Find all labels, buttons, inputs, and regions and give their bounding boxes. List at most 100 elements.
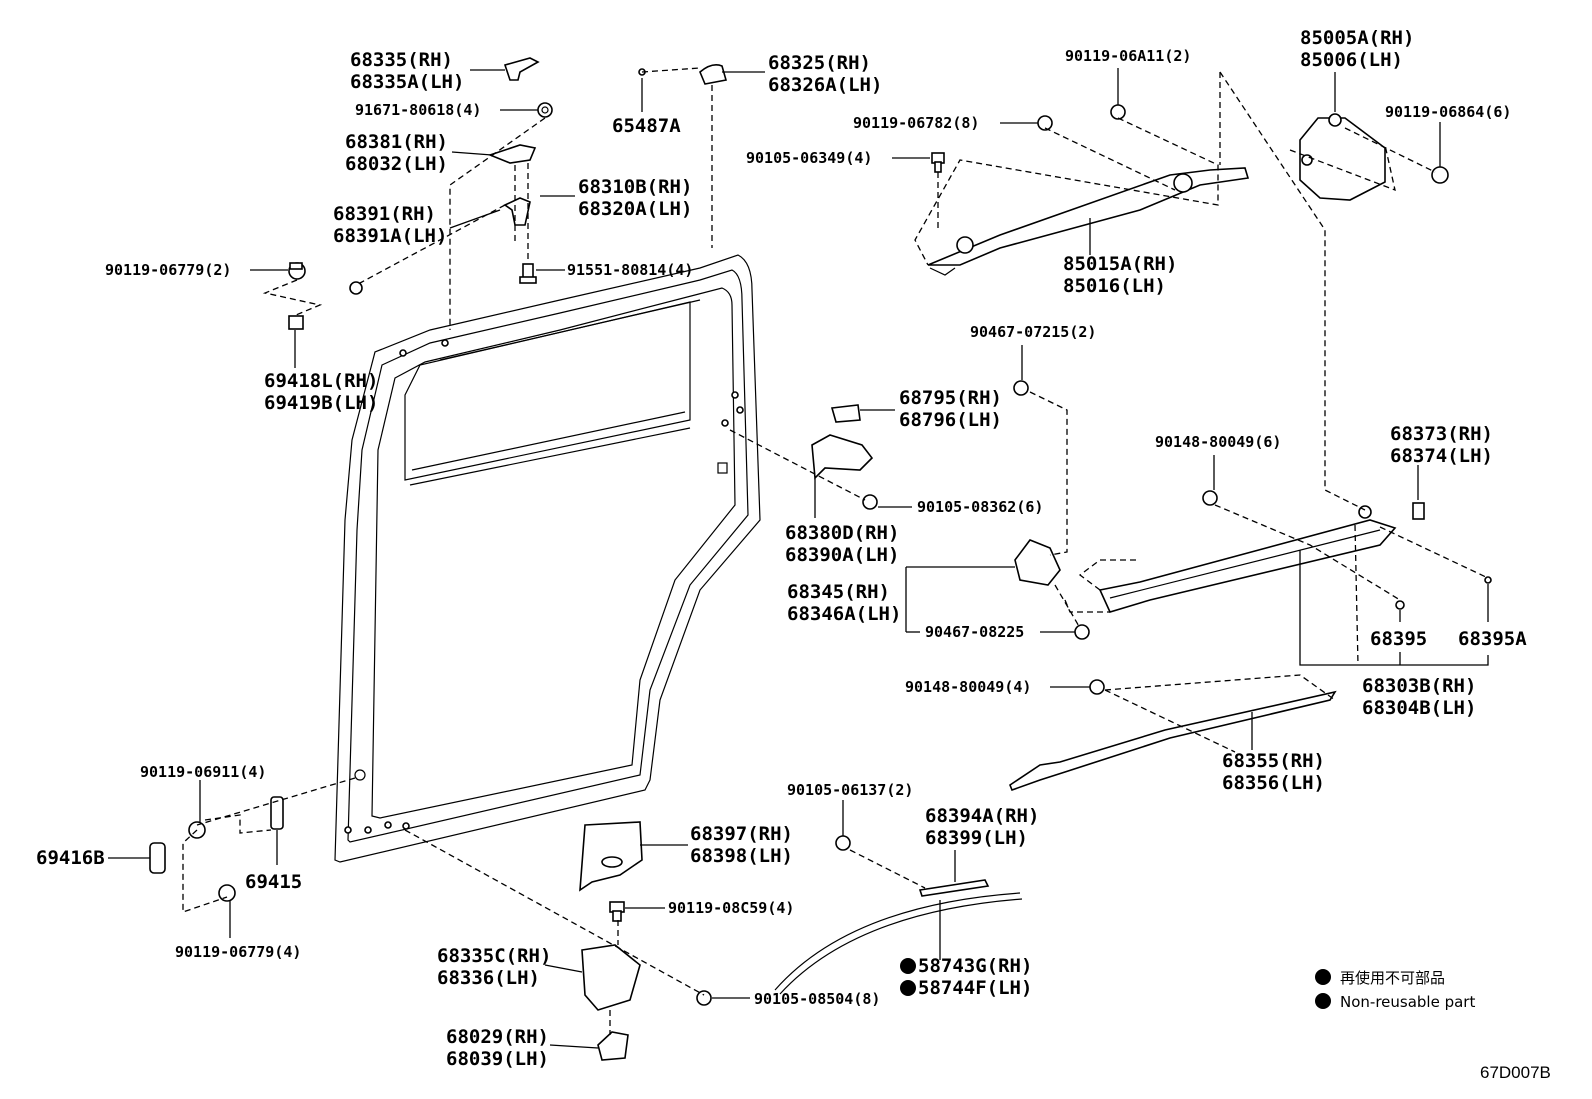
non-reusable-marker-58744f <box>900 980 916 996</box>
label-68374: 68374(LH) <box>1390 445 1493 467</box>
part-91551-80814 <box>519 263 537 284</box>
label-68335c: 68335C(RH) <box>437 945 551 967</box>
label-68039: 68039(LH) <box>446 1048 549 1070</box>
label-68304b: 68304B(LH) <box>1362 697 1476 719</box>
part-69418l <box>288 315 304 330</box>
part-90148-80049-4 <box>1089 679 1105 695</box>
legend-bullet-en <box>1315 993 1331 1009</box>
label-68381: 68381(RH) <box>345 131 448 153</box>
part-68325 <box>699 64 728 85</box>
label-85006: 85006(LH) <box>1300 49 1403 71</box>
part-68394a <box>918 879 990 897</box>
part-90467-08225 <box>1074 624 1090 640</box>
part-68355-cable <box>1009 690 1337 792</box>
label-68391: 68391(RH) <box>333 203 436 225</box>
legend-jp-text: 再使用不可部品 <box>1340 969 1445 987</box>
label-68310b: 68310B(RH) <box>578 176 692 198</box>
label-90119-06864: 90119-06864(6) <box>1385 103 1511 121</box>
label-68373: 68373(RH) <box>1390 423 1493 445</box>
label-68335a: 68335A(LH) <box>350 71 464 93</box>
label-69419b: 69419B(LH) <box>264 392 378 414</box>
label-68391a: 68391A(LH) <box>333 225 447 247</box>
label-68398: 68398(LH) <box>690 845 793 867</box>
label-90119-08c59: 90119-08C59(4) <box>668 899 794 917</box>
part-68303b-lower-rail <box>1098 505 1397 613</box>
label-69416b: 69416B <box>36 847 105 869</box>
part-85015a-upper-rail <box>927 167 1250 276</box>
diagram-code: 67D007B <box>1480 1063 1551 1082</box>
label-90119-06779-4: 90119-06779(4) <box>175 943 301 961</box>
part-68335 <box>503 57 540 81</box>
label-90467-08225: 90467-08225 <box>925 623 1024 641</box>
label-91671-80618: 91671-80618(4) <box>355 101 481 119</box>
part-68395 <box>1395 600 1405 610</box>
label-68032: 68032(LH) <box>345 153 448 175</box>
label-90119-06779-2: 90119-06779(2) <box>105 261 231 279</box>
leader-lines <box>108 68 1489 1049</box>
part-69416b <box>149 842 166 874</box>
label-68796: 68796(LH) <box>899 409 1002 431</box>
label-90119-06782: 90119-06782(8) <box>853 114 979 132</box>
part-90105-06349 <box>931 152 945 173</box>
part-90119-06782 <box>1037 115 1053 131</box>
door-panel <box>334 254 761 863</box>
part-68381 <box>487 144 537 164</box>
label-68795: 68795(RH) <box>899 387 1002 409</box>
dashed-assembly-lines <box>182 67 1489 1035</box>
part-85005a-motor <box>1299 113 1386 201</box>
label-85005a: 85005A(RH) <box>1300 27 1414 49</box>
label-68303b: 68303B(RH) <box>1362 675 1476 697</box>
label-68395: 68395 <box>1370 628 1427 650</box>
label-90467-07215: 90467-07215(2) <box>970 323 1096 341</box>
label-68397: 68397(RH) <box>690 823 793 845</box>
label-90148-80049-4: 90148-80049(4) <box>905 678 1031 696</box>
part-90119-06864 <box>1431 166 1449 184</box>
label-68394a: 68394A(RH) <box>925 805 1039 827</box>
label-58744f: 58744F(LH) <box>918 977 1032 999</box>
part-68310b <box>503 197 531 226</box>
label-68325: 68325(RH) <box>768 52 871 74</box>
part-68397 <box>579 821 643 892</box>
part-90105-08504 <box>696 990 712 1006</box>
label-85015a: 85015A(RH) <box>1063 253 1177 275</box>
label-85016: 85016(LH) <box>1063 275 1166 297</box>
label-68356: 68356(LH) <box>1222 772 1325 794</box>
part-68345 <box>1014 539 1061 586</box>
label-68336: 68336(LH) <box>437 967 540 989</box>
label-68320a: 68320A(LH) <box>578 198 692 220</box>
part-91671-80618 <box>537 102 553 118</box>
label-68380d: 68380D(RH) <box>785 522 899 544</box>
label-68395a: 68395A <box>1458 628 1527 650</box>
label-68399: 68399(LH) <box>925 827 1028 849</box>
part-labels: 68335(RH) 68335A(LH) 91671-80618(4) 6838… <box>36 27 1527 1070</box>
part-68795 <box>830 404 861 423</box>
part-58743g-weatherstrip <box>774 892 1023 995</box>
label-68345: 68345(RH) <box>787 581 890 603</box>
label-68029: 68029(RH) <box>446 1026 549 1048</box>
part-68373 <box>1412 502 1425 520</box>
label-90105-06137: 90105-06137(2) <box>787 781 913 799</box>
part-90119-06779-bottom <box>218 884 236 902</box>
label-69415: 69415 <box>245 871 302 893</box>
label-68335: 68335(RH) <box>350 49 453 71</box>
label-90119-06a11: 90119-06A11(2) <box>1065 47 1191 65</box>
label-58743g: 58743G(RH) <box>918 955 1032 977</box>
label-90105-08504: 90105-08504(8) <box>754 990 880 1008</box>
label-68346a: 68346A(LH) <box>787 603 901 625</box>
part-68029 <box>597 1031 629 1061</box>
label-91551-80814: 91551-80814(4) <box>567 261 693 279</box>
label-65487a: 65487A <box>612 115 681 137</box>
part-90105-06137 <box>835 835 851 851</box>
label-68326a: 68326A(LH) <box>768 74 882 96</box>
part-90105-08362 <box>862 494 878 510</box>
non-reusable-marker-58743g <box>900 958 916 974</box>
part-90119-06a11 <box>1110 104 1126 120</box>
label-90105-06349: 90105-06349(4) <box>746 149 872 167</box>
label-90105-08362: 90105-08362(6) <box>917 498 1043 516</box>
label-68355: 68355(RH) <box>1222 750 1325 772</box>
part-69415 <box>270 796 284 830</box>
legend-bullet-jp <box>1315 969 1331 985</box>
label-69418l: 69418L(RH) <box>264 370 378 392</box>
